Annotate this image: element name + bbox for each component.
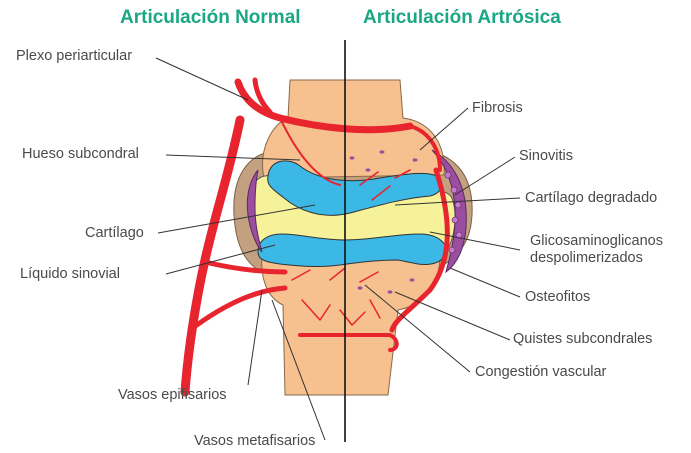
label-sinovitis: Sinovitis [519,148,573,165]
label-osteofitos: Osteofitos [525,289,590,306]
label-congestion-vascular: Congestión vascular [475,364,606,381]
label-cartilago-degradado: Cartílago degradado [525,190,657,207]
label-liquido-sinovial: Líquido sinovial [20,266,120,283]
label-vasos-metafisarios: Vasos metafisarios [194,433,315,450]
label-fibrosis: Fibrosis [472,100,523,117]
label-quistes-subcondrales: Quistes subcondrales [513,331,652,348]
label-vasos-epifisarios: Vasos epifisarios [118,387,227,404]
label-despolimerizados: despolimerizados [530,250,643,267]
label-plexo-periarticular: Plexo periarticular [16,48,132,65]
title-normal: Articulación Normal [120,7,301,29]
label-cartilago: Cartílago [85,225,144,242]
label-glicosaminoglicanos: Glicosaminoglicanos [530,233,663,250]
title-arthrosic: Articulación Artrósica [363,7,561,29]
label-hueso-subcondral: Hueso subcondral [22,146,139,163]
